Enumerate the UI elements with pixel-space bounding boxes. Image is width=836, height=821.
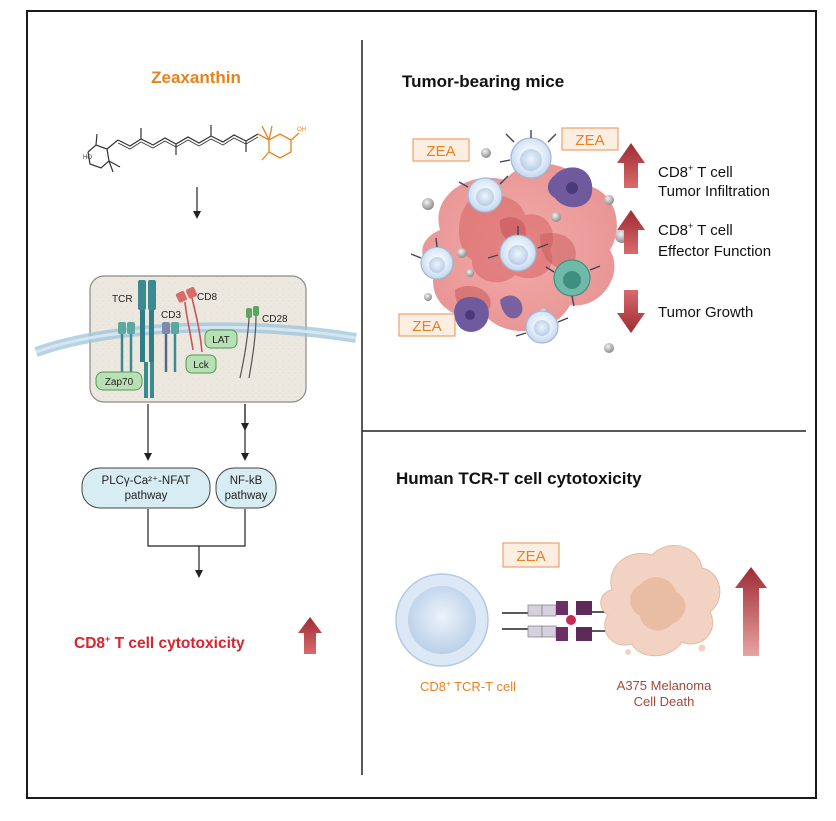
- cytotoxicity-outcome: CD8+ T cell cytotoxicity: [74, 634, 245, 652]
- tcr-receptor: [138, 280, 156, 362]
- tcr-label: TCR: [112, 294, 133, 305]
- effect1-line2: Tumor Infiltration: [658, 183, 770, 200]
- effect2-line1: CD8+ T cell: [658, 221, 733, 239]
- t-cell-4: [420, 246, 454, 280]
- teal-cell: [553, 259, 591, 297]
- zea-tag-1: ZEA: [412, 138, 470, 162]
- svg-text:ZEA: ZEA: [516, 548, 545, 565]
- effect1-line1: CD8+ T cell: [658, 163, 733, 181]
- infiltration-up-arrow: [617, 143, 645, 188]
- arrow-molecule-to-membrane: [193, 187, 201, 219]
- ho-label: HO: [83, 155, 92, 161]
- svg-text:ZEA: ZEA: [412, 318, 441, 335]
- nfkb-pathway-line2: pathway: [225, 490, 268, 502]
- t-cell-1: [510, 137, 552, 179]
- plc-pathway-line2: pathway: [125, 490, 168, 502]
- cd3-receptor: [118, 322, 179, 398]
- cd28-receptor: [239, 306, 259, 379]
- nfkb-pathway-line1: NF-kB: [230, 475, 263, 487]
- cell-death-up-arrow: [735, 567, 767, 656]
- tcr-signaling-box: TCR CD3 CD8 CD28 LAT Lck Zap70: [34, 275, 357, 403]
- zeaxanthin-structure: [87, 125, 259, 173]
- zea-tag-2: ZEA: [561, 127, 619, 151]
- lat-label: LAT: [212, 335, 230, 346]
- tcr-t-cell-label: CD8+ TCR-T cell: [420, 679, 516, 694]
- zap70-box: [95, 371, 143, 391]
- effector-up-arrow: [617, 210, 645, 254]
- zea-tag-4: ZEA: [502, 542, 560, 568]
- tumor-mice-title: Tumor-bearing mice: [402, 72, 564, 91]
- tumor-mass: [410, 130, 629, 353]
- zap70-label: Zap70: [105, 377, 134, 388]
- cd28-label: CD28: [262, 314, 288, 325]
- melanoma-label-line2: Cell Death: [634, 694, 695, 709]
- lck-box: [185, 354, 217, 374]
- svg-text:ZEA: ZEA: [575, 132, 604, 149]
- effect3-label: Tumor Growth: [658, 304, 753, 321]
- receptor-spikes: [410, 130, 601, 337]
- t-cell-3: [499, 234, 537, 272]
- svg-text:ZEA: ZEA: [426, 143, 455, 160]
- cd8-label: CD8: [197, 292, 217, 303]
- plc-pathway-line1: PLCγ-Ca²⁺-NFAT: [102, 475, 191, 487]
- tcr-mhc-synapse: [502, 601, 610, 641]
- zea-tag-3: ZEA: [398, 313, 456, 337]
- lck-label: Lck: [193, 360, 210, 371]
- melanoma-label-line1: A375 Melanoma: [617, 678, 712, 693]
- t-cell-2: [467, 177, 503, 213]
- merge-connector: [147, 509, 246, 572]
- tcr-t-title: Human TCR-T cell cytotoxicity: [396, 469, 642, 488]
- nfkb-pathway-box: [215, 467, 277, 509]
- oh-label: OH: [297, 127, 306, 133]
- t-cell-5: [525, 310, 559, 344]
- cd3-label: CD3: [161, 310, 181, 321]
- compound-title: Zeaxanthin: [151, 68, 241, 87]
- melanoma-cell: [600, 545, 721, 657]
- plc-pathway-box: [81, 467, 211, 509]
- cd8-coreceptor: [175, 287, 203, 353]
- tcr-t-cell: [395, 573, 489, 667]
- lat-box: [204, 329, 238, 349]
- effect2-line2: Effector Function: [658, 243, 771, 260]
- growth-down-arrow: [617, 290, 645, 333]
- cytotoxicity-up-arrow: [298, 617, 322, 654]
- zeaxanthin-right-ring: [257, 125, 300, 161]
